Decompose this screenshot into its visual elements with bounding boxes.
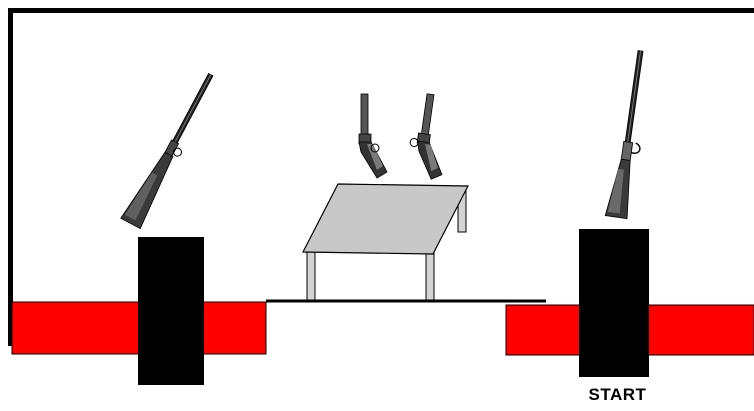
rifle-icon: [604, 50, 644, 220]
left-barrel-overlay: [138, 237, 204, 385]
handgun-icon: [409, 93, 443, 180]
right-barrel: [579, 229, 649, 377]
table-leg-front-left: [306, 251, 316, 301]
table-leg-front-right: [425, 251, 435, 301]
table: [302, 183, 469, 301]
shotgun-icon: [120, 72, 214, 230]
left-wall: [8, 8, 13, 346]
bay-walls: [8, 8, 754, 346]
table-top: [302, 183, 469, 255]
handgun-icon: [358, 93, 388, 179]
start-label: START: [588, 385, 647, 404]
top-wall: [8, 8, 754, 13]
